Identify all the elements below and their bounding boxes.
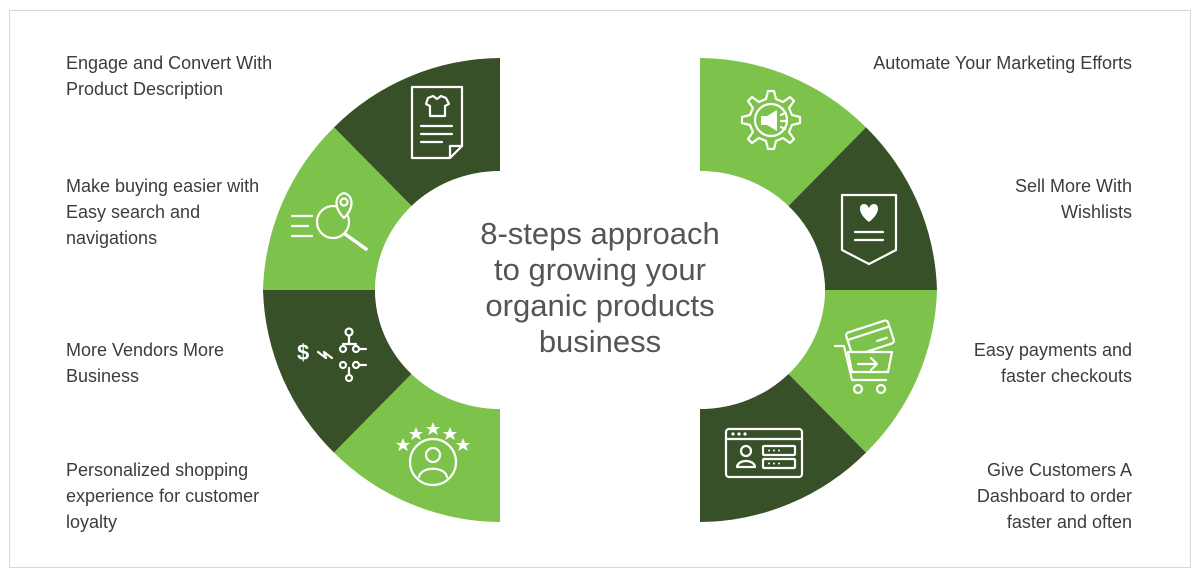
center-pill [375,171,825,409]
center-title-line: organic products [485,288,715,323]
cart-payment-icon [833,319,895,395]
product-description-icon [410,85,464,160]
segment-right-4 [700,373,866,522]
segment-left-4 [334,373,500,522]
center-title: 8-steps approach to growing your organic… [430,216,770,360]
segment-left-3 [263,290,413,453]
infographic-frame [9,10,1191,568]
customer-rating-icon [396,422,470,487]
segment-left-1 [334,58,500,207]
step-label-personalized-shopping: Personalized shopping experience for cus… [66,460,260,532]
vendors-network-icon: $ [297,327,368,383]
center-title-line: 8-steps approach [480,216,720,251]
marketing-gear-icon [740,89,802,151]
svg-text:$: $ [297,340,309,365]
step-label-more-vendors: More Vendors More Business [66,340,225,386]
center-title-line: business [538,324,662,359]
step-label-easy-payments: Easy payments and faster checkouts [973,340,1132,386]
wishlist-tag-icon [840,193,898,266]
step-label-wishlists: Sell More With Wishlists [1014,176,1132,222]
center-title-line: to growing your [494,252,706,287]
location-search-icon [290,191,368,251]
step-label-easy-search: Make buying easier with Easy search and … [66,176,260,248]
dashboard-icon [724,427,804,479]
step-label-product-description: Engage and Convert With Product Descript… [66,53,273,99]
segment-right-1 [700,58,866,207]
step-label-customer-dashboard: Give Customers A Dashboard to order fast… [976,460,1132,532]
step-label-automate-marketing: Automate Your Marketing Efforts [873,53,1132,73]
